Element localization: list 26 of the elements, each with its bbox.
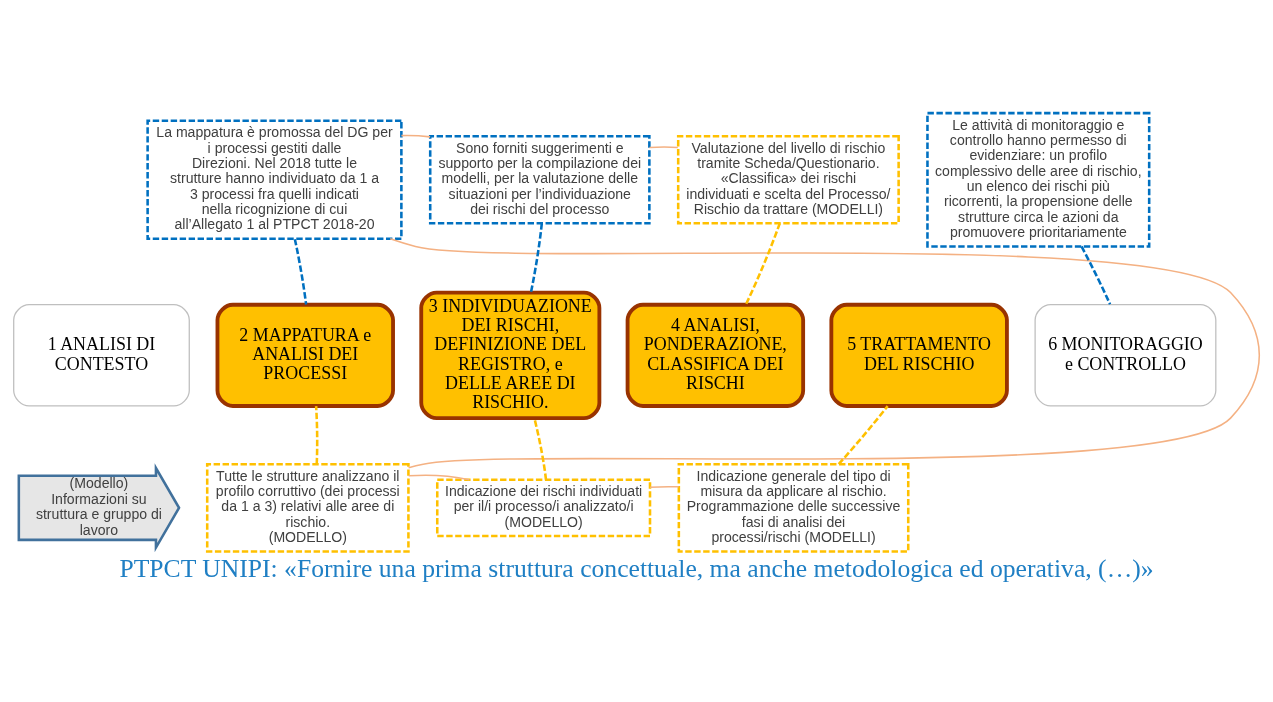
- node-box: 6 MONITORAGGIO e CONTROLLO: [1034, 303, 1217, 407]
- connector: [389, 237, 1261, 468]
- connector: [837, 404, 889, 465]
- node-box: 5 TRATTAMENTO DEL RISCHIO: [829, 302, 1009, 408]
- connector: [314, 405, 319, 464]
- node-box: La mappatura è promossa del DG per i processi gestiti dalle Direzioni. Nel 2018 tutte le strutture hanno individuato da 1 a 3 processi fra quelli indicati nella ricognizione di cui all’Allegato 1 al PTPCT 2018-20: [146, 119, 403, 240]
- node-box: 1 ANALISI DI CONTESTO: [13, 303, 190, 407]
- node-box: Indicazione generale del tipo di misura da applicare al rischio. Programmazione delle successive fasi di analisi dei processi/rischi (MODELLI): [677, 462, 910, 553]
- node-box: 4 ANALISI, PONDERAZIONE, CLASSIFICA DEI RISCHI: [625, 302, 806, 408]
- node-box: Tutte le strutture analizzano il profilo corruttivo (dei processi da 1 a 3) relativi alle aree di rischio. (MODELLO): [205, 462, 410, 553]
- connector: [400, 134, 431, 138]
- connector: [529, 222, 544, 292]
- connector: [293, 238, 308, 305]
- connector: [649, 485, 680, 488]
- node-box: Sono forniti suggerimenti e supporto per la compilazione dei modelli, per la valutazione delle situazioni per l’individuazione dei rischi del processo: [428, 134, 651, 225]
- node-box: 2 MAPPATURA e ANALISI DEI PROCESSI: [215, 302, 395, 408]
- caption: PTPCT UNIPI: «Fornire una prima struttura concettuale, ma anche metodologica ed operativa, (…)»: [119, 553, 1154, 583]
- connector: [533, 417, 548, 480]
- node-box: Le attività di monitoraggio e controllo hanno permesso di evidenziare: un profilo complessivo delle aree di rischio, un elenco dei rischi più ricorrenti, la propensione delle strutture circa le azioni da promuovere prioritariamente: [926, 111, 1151, 248]
- node-box: Indicazione dei rischi individuati per il/i processo/i analizzato/i (MODELLO): [436, 477, 652, 537]
- node-box: 3 INDIVIDUAZIONE DEI RISCHI, DEFINIZIONE DEL REGISTRO, e DELLE AREE DI RISCHIO.: [419, 290, 602, 420]
- connector: [407, 473, 471, 480]
- connector: [648, 145, 679, 148]
- connector: [1080, 245, 1112, 305]
- node-box: Valutazione del livello di rischio tramite Scheda/Questionario. «Classifica» dei rischi individuati e scelta del Processo/ Rischio da trattare (MODELLI): [676, 134, 900, 225]
- connector: [744, 222, 781, 305]
